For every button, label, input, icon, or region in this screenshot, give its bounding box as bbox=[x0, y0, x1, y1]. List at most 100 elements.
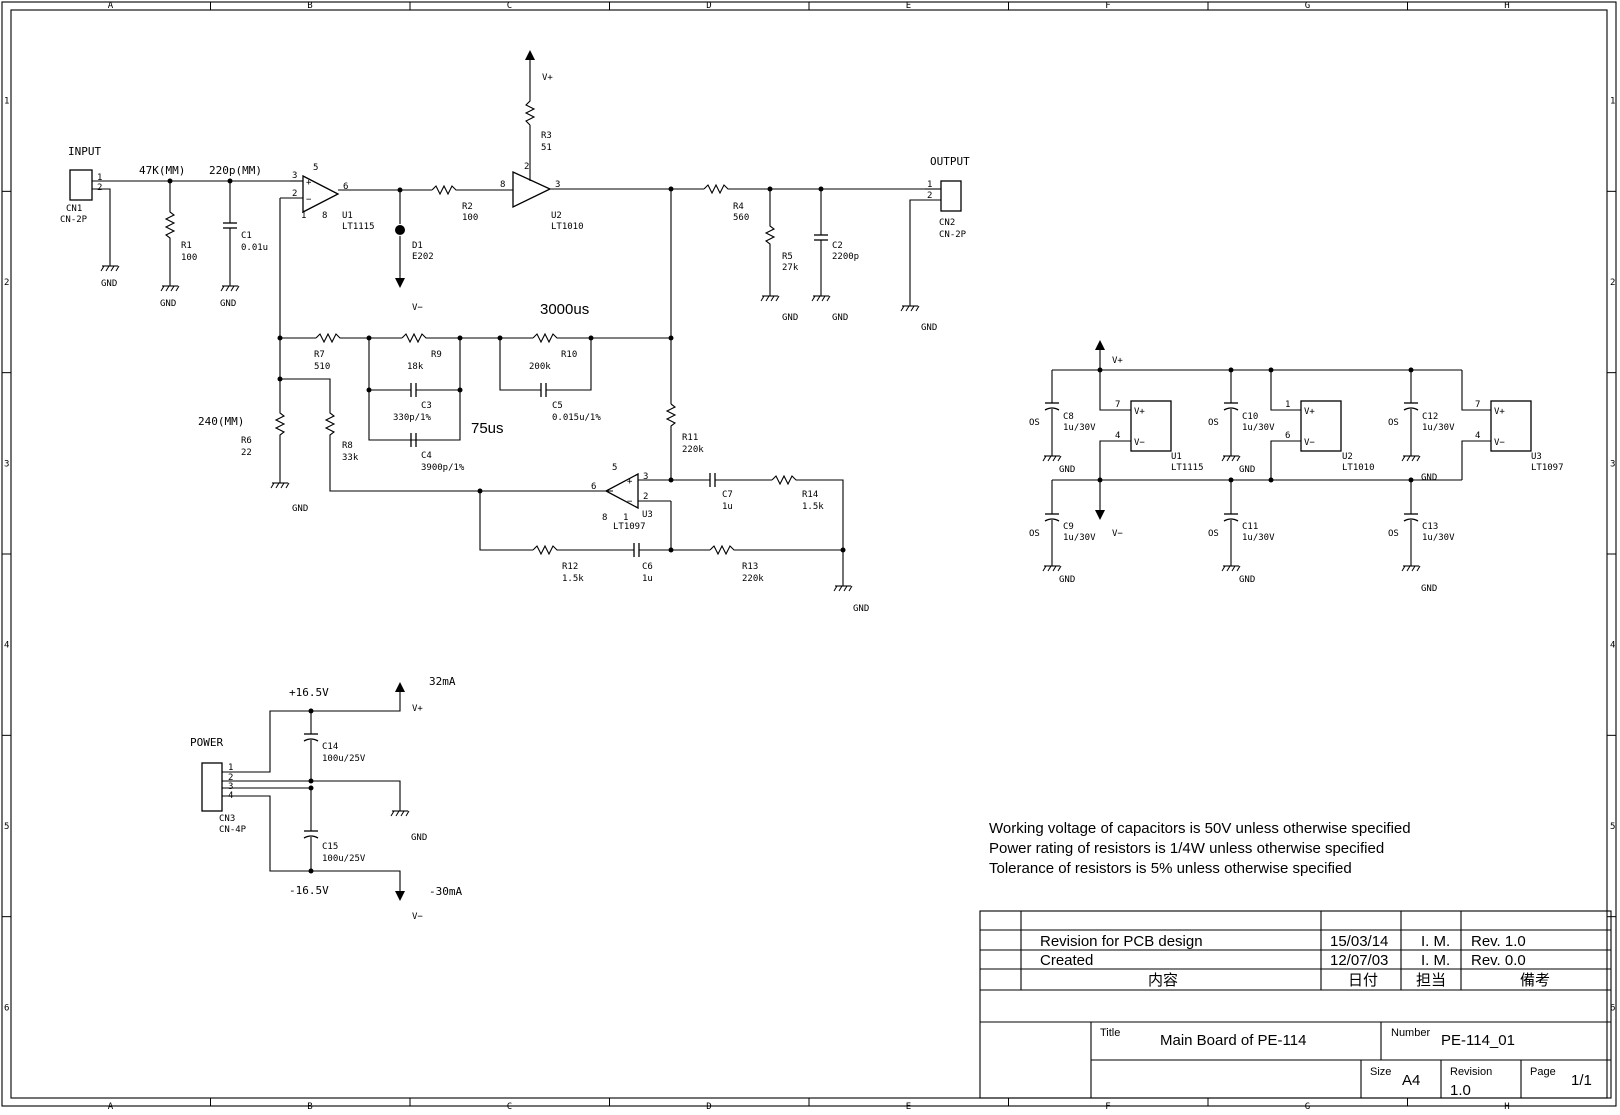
r11-value: 220k bbox=[682, 445, 704, 455]
frame-col-label-top-B: B bbox=[307, 1, 312, 11]
r6-value: 22 bbox=[241, 448, 252, 458]
r13-resistor bbox=[709, 544, 843, 556]
c9-value: 1u/30V bbox=[1063, 533, 1096, 543]
u3-opamp bbox=[604, 472, 639, 510]
u3-power-ref: U3 bbox=[1531, 452, 1542, 462]
time-constant-3000us: 3000us bbox=[540, 301, 589, 318]
c5-ref: C5 bbox=[552, 401, 563, 411]
r2-resistor bbox=[431, 184, 513, 196]
gnd-label-c10: GND bbox=[1239, 465, 1255, 475]
svg-text:8: 8 bbox=[602, 513, 607, 523]
u3-power-block bbox=[1490, 400, 1532, 452]
cn3-value: CN-4P bbox=[219, 825, 247, 835]
cn2-pin2: 2 bbox=[927, 191, 932, 201]
frame-col-label-bottom-G: G bbox=[1305, 1102, 1310, 1110]
r8-resistor bbox=[280, 378, 613, 492]
gnd-label-c13: GND bbox=[1421, 584, 1437, 594]
frame-row-label-right-6: 6 bbox=[1610, 1003, 1615, 1013]
gnd-label-r13: GND bbox=[853, 604, 869, 614]
rev0-description: Created bbox=[1040, 952, 1093, 969]
c13-value: 1u/30V bbox=[1422, 533, 1455, 543]
note-resistor-tolerance: Tolerance of resistors is 5% unless othe… bbox=[989, 860, 1352, 877]
svg-text:4: 4 bbox=[1115, 431, 1120, 441]
c7-ref: C7 bbox=[722, 490, 733, 500]
header-author: 担当 bbox=[1416, 972, 1446, 989]
cn1-ref: CN1 bbox=[66, 204, 82, 214]
c12-ref: C12 bbox=[1422, 412, 1438, 422]
cn3-ref: CN3 bbox=[219, 814, 235, 824]
drawing-revision: 1.0 bbox=[1450, 1082, 1471, 1099]
r14-resistor bbox=[771, 474, 844, 582]
svg-text:6: 6 bbox=[343, 182, 348, 192]
rev0-date: 12/07/03 bbox=[1330, 952, 1388, 969]
svg-text:2: 2 bbox=[228, 773, 233, 783]
svg-text:OS: OS bbox=[1208, 529, 1219, 539]
vplus-label-u2: V+ bbox=[542, 73, 553, 83]
gnd-label-r5: GND bbox=[782, 313, 798, 323]
u3-ref: U3 bbox=[642, 510, 653, 520]
cn2-connector bbox=[940, 180, 962, 212]
frame-col-label-top-F: F bbox=[1105, 1, 1110, 11]
svg-text:V−: V− bbox=[1304, 438, 1315, 448]
header-note: 備考 bbox=[1520, 972, 1550, 989]
r3-resistor bbox=[524, 60, 536, 126]
cn1-pin1: 1 bbox=[97, 173, 102, 183]
svg-text:3: 3 bbox=[292, 171, 297, 181]
r12-ref: R12 bbox=[562, 562, 578, 572]
frame-row-label-right-3: 3 bbox=[1610, 459, 1615, 469]
page-number: 1/1 bbox=[1571, 1072, 1592, 1089]
svg-text:3: 3 bbox=[643, 472, 648, 482]
c8-ref: C8 bbox=[1063, 412, 1074, 422]
r8-ref: R8 bbox=[342, 441, 353, 451]
gnd-label-c2: GND bbox=[832, 313, 848, 323]
c6-value: 1u bbox=[642, 574, 653, 584]
r9-value: 18k bbox=[407, 362, 424, 372]
u1-power-block bbox=[1130, 400, 1172, 452]
cn1-connector bbox=[69, 169, 93, 201]
gnd-label-c12: GND bbox=[1421, 473, 1437, 483]
rev0-author: I. M. bbox=[1421, 952, 1450, 969]
r14-ref: R14 bbox=[802, 490, 818, 500]
c15-ref: C15 bbox=[322, 842, 338, 852]
u2-ref: U2 bbox=[551, 211, 562, 221]
frame-col-label-bottom-D: D bbox=[706, 1102, 711, 1110]
u1-ref: U1 bbox=[342, 211, 353, 221]
gnd-label-cn2: GND bbox=[921, 323, 937, 333]
svg-text:4: 4 bbox=[1475, 431, 1480, 441]
title-field-label: Title bbox=[1100, 1027, 1120, 1039]
drawing-title: Main Board of PE-114 bbox=[1160, 1032, 1306, 1049]
c5-value: 0.015u/1% bbox=[552, 413, 601, 423]
u2-power-block bbox=[1300, 400, 1342, 452]
c14-value: 100u/25V bbox=[322, 754, 366, 764]
cn3-connector bbox=[201, 762, 223, 812]
frame-col-label-top-G: G bbox=[1305, 1, 1310, 11]
frame-row-label-left-3: 3 bbox=[4, 459, 9, 469]
c-220p-mm-label: 220p(MM) bbox=[209, 164, 262, 177]
c11-value: 1u/30V bbox=[1242, 533, 1275, 543]
svg-text:V−: V− bbox=[1134, 438, 1145, 448]
r9-resistor bbox=[401, 332, 533, 344]
svg-text:8: 8 bbox=[500, 180, 505, 190]
gnd-label-r1: GND bbox=[160, 299, 176, 309]
frame-row-label-right-2: 2 bbox=[1610, 278, 1615, 288]
vminus-label-d1: V− bbox=[412, 303, 423, 313]
svg-text:1: 1 bbox=[623, 513, 628, 523]
u1-power-ref: U1 bbox=[1171, 452, 1182, 462]
r14-value: 1.5k bbox=[802, 502, 824, 512]
r4-resistor bbox=[703, 183, 925, 195]
rev0-note: Rev. 0.0 bbox=[1471, 952, 1526, 969]
u2-power-ref: U2 bbox=[1342, 452, 1353, 462]
u1-opamp bbox=[302, 174, 340, 214]
c1-value: 0.01u bbox=[241, 243, 268, 253]
gnd-label-c8: GND bbox=[1059, 465, 1075, 475]
frame-row-label-right-4: 4 bbox=[1610, 641, 1615, 651]
cn1-value: CN-2P bbox=[60, 215, 88, 225]
u2-value: LT1010 bbox=[551, 222, 584, 232]
gnd-label-cn1: GND bbox=[101, 279, 117, 289]
svg-text:1: 1 bbox=[301, 211, 306, 221]
svg-text:7: 7 bbox=[1115, 400, 1120, 410]
c11-ref: C11 bbox=[1242, 522, 1258, 532]
